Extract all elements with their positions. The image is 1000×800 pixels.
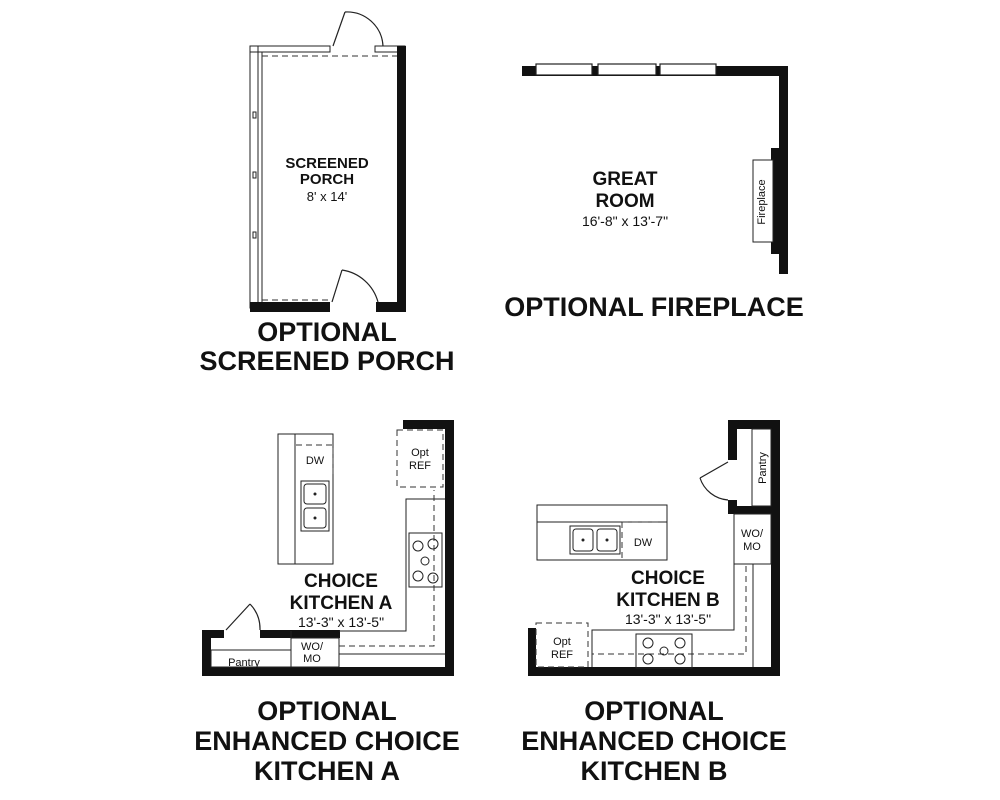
kitchen-b-top-wall	[728, 420, 780, 429]
kitchen-a-dimensions: 13'-3" x 13'-5"	[298, 614, 384, 630]
kitchen-b-caption-2: ENHANCED CHOICE	[521, 726, 787, 756]
kitchen-a-range	[408, 532, 443, 588]
porch-dashed-outline	[262, 55, 398, 301]
kitchen-a-counter-outline	[290, 498, 445, 655]
kitchen-b-range	[635, 633, 693, 669]
great-room-name-2: ROOM	[595, 191, 654, 212]
kitchen-a-bottom-wall	[202, 667, 454, 676]
kitchen-a-dishwasher-label: DW	[306, 455, 325, 467]
kitchen-a-island	[277, 433, 334, 565]
kitchen-a-pantry-label: Pantry	[228, 657, 260, 669]
kitchen-b-upper-cabinet-outline	[592, 566, 747, 655]
window-3	[659, 63, 717, 76]
porch-caption-2: SCREENED PORCH	[199, 346, 454, 376]
window-1	[535, 63, 593, 76]
porch-caption-1: OPTIONAL	[257, 317, 397, 347]
kitchen-b-wo-label-2: MO	[743, 541, 761, 553]
kitchen-b-right-wall	[771, 420, 780, 676]
kitchen-b-dishwasher-label: DW	[634, 537, 653, 549]
fireplace	[752, 148, 780, 254]
kitchen-a-wo-label-2: MO	[303, 653, 321, 665]
screened-porch-plan: SCREENED PORCH 8' x 14' OPTIONAL SCREENE…	[199, 11, 455, 376]
porch-top-wall-left	[249, 45, 331, 53]
kitchen-b-name-2: KITCHEN B	[616, 590, 719, 611]
kitchen-b-ref-space	[535, 622, 589, 668]
kitchen-b-island	[536, 504, 668, 561]
kitchen-b-counter-outline	[591, 564, 754, 667]
great-room-name-1: GREAT	[592, 169, 657, 190]
kitchen-b-sink	[569, 525, 621, 555]
porch-room-name-2: PORCH	[300, 171, 354, 188]
kitchen-a-ref-label-2: REF	[409, 460, 431, 472]
kitchen-a-name-1: CHOICE	[304, 571, 378, 592]
porch-post	[252, 111, 257, 119]
kitchen-a-caption-3: KITCHEN A	[254, 756, 400, 786]
kitchen-b-pantry-label: Pantry	[757, 452, 769, 484]
porch-bottom-wall-right	[376, 302, 406, 312]
kitchen-a-pantry-top-wall-right	[260, 630, 340, 638]
kitchen-b-name-1: CHOICE	[631, 568, 705, 589]
kitchen-a-top-wall	[403, 420, 454, 429]
kitchen-b-dimensions: 13'-3" x 13'-5"	[625, 611, 711, 627]
kitchen-a-right-wall	[445, 420, 454, 676]
kitchen-a-ref-space	[396, 429, 444, 488]
porch-top-door	[332, 11, 384, 47]
porch-bottom-wall-left	[250, 302, 330, 312]
kitchen-b-caption-1: OPTIONAL	[584, 696, 724, 726]
porch-post	[252, 171, 257, 179]
fireplace-caption: OPTIONAL FIREPLACE	[504, 292, 804, 322]
kitchen-b-ref-label-2: REF	[551, 649, 573, 661]
porch-dimensions: 8' x 14'	[307, 189, 347, 204]
kitchen-a-sink	[300, 480, 330, 532]
kitchen-b-plan: Pantry WO/ MO Opt REF	[521, 420, 787, 786]
porch-bottom-door	[331, 269, 379, 303]
porch-room-name-1: SCREENED	[285, 155, 369, 172]
fireplace-label: Fireplace	[756, 179, 768, 224]
kitchen-a-caption-1: OPTIONAL	[257, 696, 397, 726]
porch-right-wall	[397, 46, 406, 312]
kitchen-a-caption-2: ENHANCED CHOICE	[194, 726, 460, 756]
kitchen-b-ref-label-1: Opt	[553, 636, 571, 648]
kitchen-a-pantry-door	[225, 603, 261, 631]
kitchen-b-bottom-wall	[528, 667, 780, 676]
kitchen-a-wo-label-1: WO/	[301, 641, 324, 653]
kitchen-a-wall-oven-cabinet	[290, 637, 340, 668]
great-room-dimensions: 16'-8" x 13'-7"	[582, 213, 668, 229]
kitchen-b-left-wall	[528, 628, 536, 676]
great-room-plan: Fireplace GREAT ROOM 16'-8" x 13'-7" OPT…	[504, 63, 804, 322]
kitchen-b-pantry-door	[699, 461, 729, 501]
kitchen-a-left-wall	[202, 630, 211, 676]
kitchen-b-caption-3: KITCHEN B	[581, 756, 728, 786]
kitchen-b-pantry-wall-upper	[728, 420, 737, 460]
kitchen-a-pantry-top-wall-left	[202, 630, 224, 638]
great-room-right-wall	[779, 66, 788, 274]
kitchen-a-upper-cabinet-outline	[339, 490, 435, 647]
kitchen-a-plan: Pantry WO/ MO Opt REF DW	[194, 420, 460, 786]
kitchen-b-wo-label-1: WO/	[741, 528, 764, 540]
porch-left-screen-wall	[249, 45, 259, 309]
porch-post	[252, 231, 257, 239]
kitchen-a-ref-label-1: Opt	[411, 447, 429, 459]
kitchen-b-pantry-bottom-wall	[728, 506, 780, 514]
kitchen-a-name-2: KITCHEN A	[290, 593, 393, 614]
kitchen-b-pantry-shelf	[751, 428, 772, 507]
window-2	[597, 63, 657, 76]
